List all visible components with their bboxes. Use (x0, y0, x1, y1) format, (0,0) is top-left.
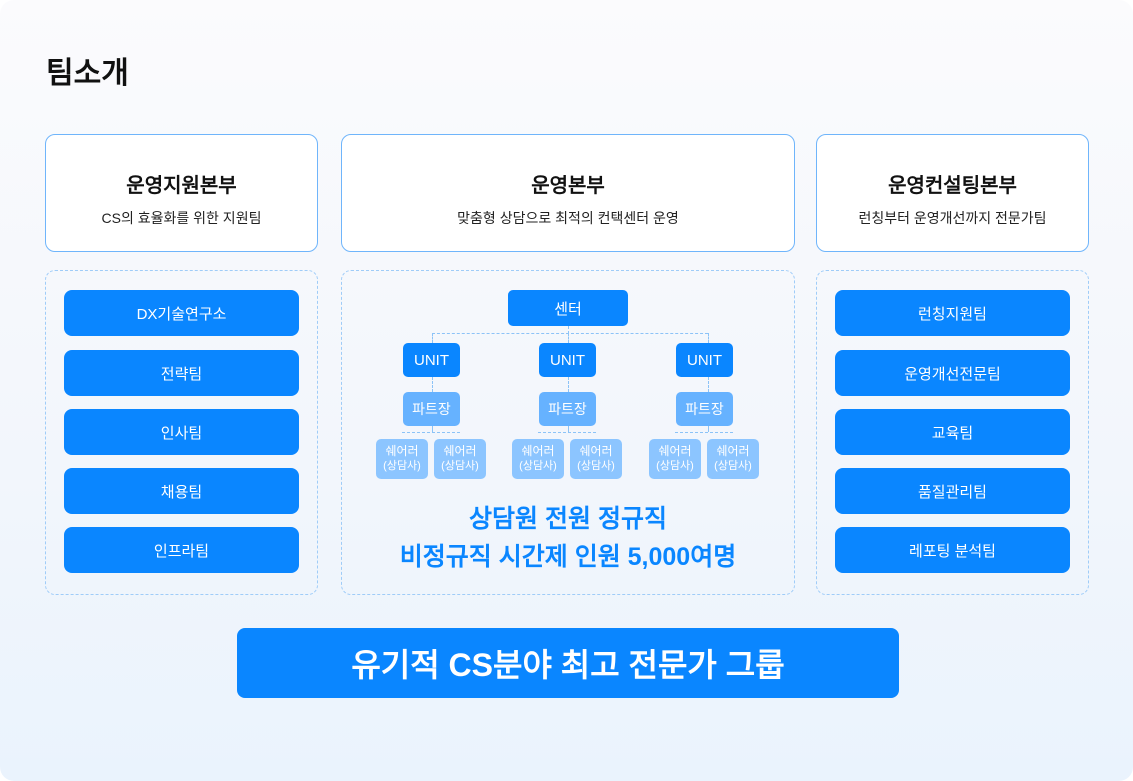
connector (568, 326, 569, 334)
sharer-sub: (상담사) (714, 460, 752, 472)
sharer-sub: (상담사) (519, 460, 557, 472)
org-sharer: 쉐어러 (상담사) (570, 439, 622, 479)
team-button[interactable]: 전략팀 (64, 350, 299, 396)
division-title: 운영컨설팅본부 (888, 175, 1017, 197)
org-sharer: 쉐어러 (상담사) (707, 439, 759, 479)
connector (432, 377, 433, 392)
connector (708, 426, 709, 432)
division-header-operations: 운영본부 맞춤형 상담으로 최적의 컨택센터 운영 (341, 134, 795, 252)
sharer-label: 쉐어러 (716, 444, 750, 458)
division-title: 운영지원본부 (126, 175, 237, 197)
org-unit: UNIT (676, 343, 733, 377)
connector (432, 426, 433, 432)
org-unit: UNIT (539, 343, 596, 377)
connector (708, 333, 709, 343)
connector (568, 426, 569, 432)
org-sharer: 쉐어러 (상담사) (649, 439, 701, 479)
division-header-support: 운영지원본부 CS의 효율화를 위한 지원팀 (45, 134, 318, 252)
team-button[interactable]: 인사팀 (64, 409, 299, 455)
sharer-label: 쉐어러 (658, 444, 692, 458)
connector (538, 432, 596, 433)
page-title: 팀소개 (46, 57, 129, 90)
team-button[interactable]: 레포팅 분석팀 (835, 527, 1070, 573)
team-button[interactable]: 채용팀 (64, 468, 299, 514)
org-sharer: 쉐어러 (상담사) (376, 439, 428, 479)
connector (675, 432, 733, 433)
org-sharer: 쉐어러 (상담사) (512, 439, 564, 479)
sharer-sub: (상담사) (383, 460, 421, 472)
support-teams-panel (45, 270, 318, 595)
team-button[interactable]: 인프라팀 (64, 527, 299, 573)
highlight-line-2: 비정규직 시간제 인원 5,000여명 (399, 543, 737, 571)
sharer-label: 쉐어러 (579, 444, 613, 458)
connector (708, 377, 709, 392)
connector (432, 333, 433, 343)
connector (432, 333, 708, 334)
division-title: 운영본부 (531, 175, 605, 197)
sharer-label: 쉐어러 (385, 444, 419, 458)
connector (402, 432, 460, 433)
team-button[interactable]: DX기술연구소 (64, 290, 299, 336)
consulting-teams-panel (816, 270, 1089, 595)
operations-org-panel (341, 270, 795, 595)
division-subtitle: CS의 효율화를 위한 지원팀 (101, 210, 262, 226)
connector (568, 377, 569, 392)
sharer-label: 쉐어러 (521, 444, 555, 458)
sharer-sub: (상담사) (441, 460, 479, 472)
sharer-sub: (상담사) (656, 460, 694, 472)
slogan-banner: 유기적 CS분야 최고 전문가 그룹 (237, 628, 899, 698)
team-button[interactable]: 품질관리팀 (835, 468, 1070, 514)
division-subtitle: 맞춤형 상담으로 최적의 컨택센터 운영 (457, 210, 679, 226)
division-header-consulting: 운영컨설팅본부 런칭부터 운영개선까지 전문가팀 (816, 134, 1089, 252)
org-unit: UNIT (403, 343, 460, 377)
sharer-sub: (상담사) (577, 460, 615, 472)
team-button[interactable]: 운영개선전문팀 (835, 350, 1070, 396)
org-part-leader: 파트장 (403, 392, 460, 426)
connector (568, 333, 569, 343)
highlight-line-1: 상담원 전원 정규직 (469, 505, 667, 533)
org-sharer: 쉐어러 (상담사) (434, 439, 486, 479)
org-center: 센터 (508, 290, 628, 326)
sharer-label: 쉐어러 (443, 444, 477, 458)
division-subtitle: 런칭부터 운영개선까지 전문가팀 (858, 210, 1047, 226)
org-part-leader: 파트장 (676, 392, 733, 426)
team-button[interactable]: 교육팀 (835, 409, 1070, 455)
team-button[interactable]: 런칭지원팀 (835, 290, 1070, 336)
org-part-leader: 파트장 (539, 392, 596, 426)
